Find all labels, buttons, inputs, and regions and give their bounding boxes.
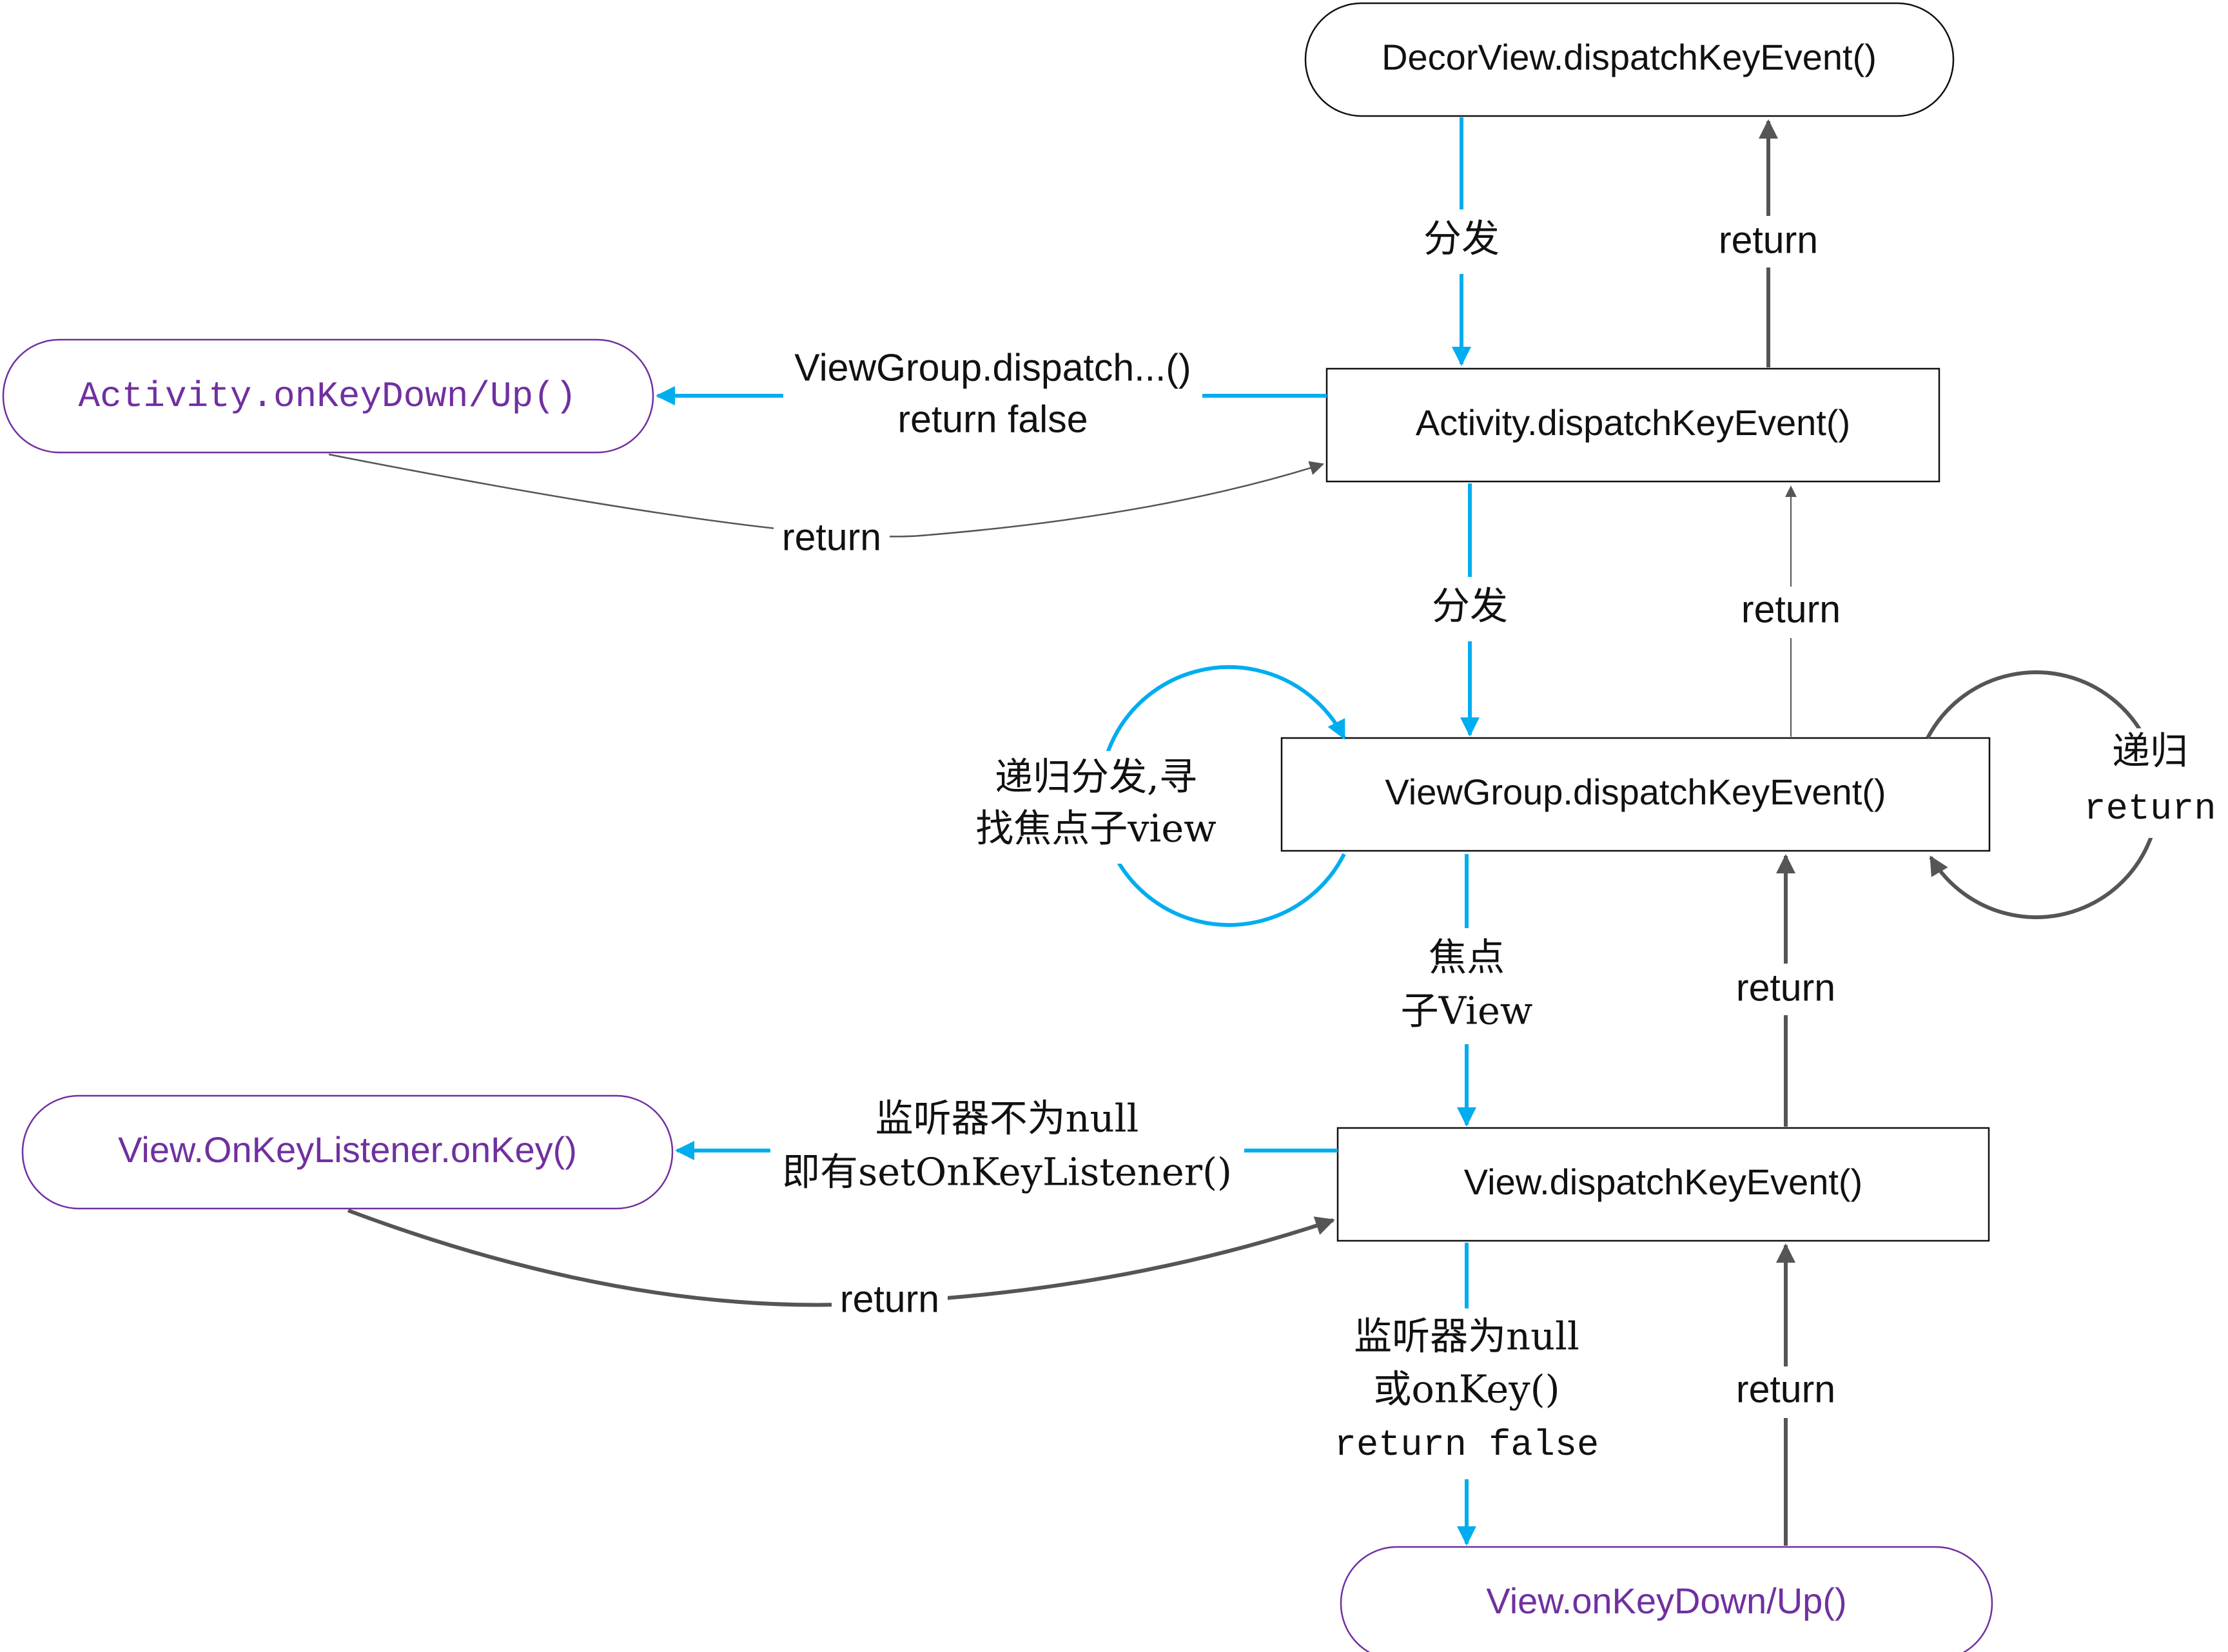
label-dispatch-2: 分发 [1432, 584, 1508, 628]
node-onkeylistener: View.OnKeyListener.onKey() [21, 1094, 674, 1210]
label-focus-line1: 焦点 [1429, 935, 1505, 980]
node-activity-keydown: Activity.onKeyDown/Up() [2, 338, 654, 454]
label-recursive-return-line1: 递归 [2112, 729, 2188, 773]
label-return-2: return [1741, 588, 1841, 631]
label-null-line2: 或onKey() [1373, 1367, 1559, 1412]
label-return-1: return [1719, 219, 1818, 262]
label-recursive-line2: 找焦点子view [975, 806, 1217, 851]
label-return-activity-keydown: return [782, 516, 881, 559]
node-view-dispatch-label: View.dispatchKeyEvent() [1464, 1161, 1862, 1202]
label-vg-dispatch-line2: return false [897, 398, 1088, 441]
node-view-dispatch: View.dispatchKeyEvent() [1336, 1127, 1990, 1242]
label-return-4: return [1736, 1368, 1835, 1411]
label-listener-line1: 监听器不为null [875, 1096, 1139, 1141]
label-vg-dispatch-line1: ViewGroup.dispatch...() [794, 347, 1191, 389]
label-recursive-line1: 递归分发,寻 [995, 755, 1197, 799]
node-viewgroup-dispatch: ViewGroup.dispatchKeyEvent() [1280, 737, 1991, 852]
label-dispatch-1: 分发 [1423, 217, 1500, 261]
label-null-line3: return false [1334, 1425, 1599, 1466]
label-listener-line2: 即有setOnKeyListener() [782, 1150, 1232, 1194]
label-return-listener: return [840, 1278, 939, 1321]
node-activity-keydown-label: Activity.onKeyDown/Up() [79, 376, 577, 417]
node-view-keydown-label: View.onKeyDown/Up() [1486, 1580, 1846, 1621]
node-viewgroup-dispatch-label: ViewGroup.dispatchKeyEvent() [1385, 772, 1886, 812]
node-decorview: DecorView.dispatchKeyEvent() [1304, 2, 1955, 117]
node-view-keydown: View.onKeyDown/Up() [1340, 1546, 1993, 1652]
label-focus-line2: 子View [1401, 989, 1533, 1033]
node-decorview-label: DecorView.dispatchKeyEvent() [1382, 37, 1877, 77]
node-onkeylistener-label: View.OnKeyListener.onKey() [118, 1129, 577, 1170]
arrow-keydown-return-activity [328, 453, 1325, 538]
label-null-line1: 监听器为null [1354, 1314, 1579, 1359]
label-recursive-return-line2: return [2084, 789, 2216, 830]
label-return-3: return [1736, 967, 1835, 1009]
node-activity-dispatch-label: Activity.dispatchKeyEvent() [1416, 402, 1850, 443]
node-activity-dispatch: Activity.dispatchKeyEvent() [1325, 367, 1940, 483]
